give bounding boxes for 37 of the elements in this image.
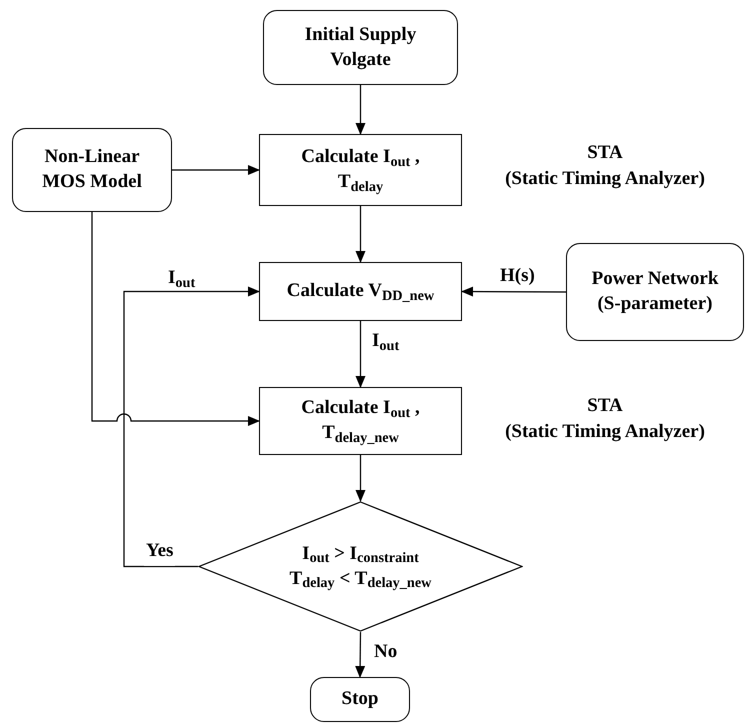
arrow [356, 85, 366, 135]
process-box [259, 134, 462, 206]
decision-diamond [198, 501, 523, 632]
arrow [123, 286, 260, 568]
side-note: (Static Timing Analyzer) [505, 420, 705, 444]
node-text: Power Network (S-parameter) [590, 267, 720, 316]
terminal-box [310, 677, 410, 722]
terminal-box [12, 128, 172, 212]
side-note: STA [587, 394, 623, 418]
process-box [259, 387, 462, 455]
edge-label: H(s) [500, 265, 535, 286]
edge-label: I$_{out}$ [372, 330, 400, 351]
signal-label: I$_{out}$ [168, 267, 196, 288]
node-text: Initial Supply Volgate [304, 22, 418, 72]
node-text: T$_{delay}$ < T$_{delay_new}$ [290, 566, 432, 592]
arrow [356, 455, 366, 502]
arrow [356, 321, 366, 388]
arrow [172, 165, 260, 175]
node-text: Calculate I$_{out}$ , [301, 396, 420, 421]
arrow [356, 206, 366, 263]
process-box [259, 262, 462, 321]
arrow [355, 632, 366, 678]
node-text: T$_{delay}$ [338, 170, 384, 195]
arrow [461, 286, 566, 297]
edge-label: Yes [146, 540, 174, 561]
node-text: Non-Linear MOS Model [41, 145, 143, 194]
side-note: STA [587, 141, 623, 165]
edge-label: No [374, 641, 398, 662]
node-text: Calculate V$_{DD_new}$ [286, 279, 434, 304]
node-text: Calculate I$_{out}$ , [301, 145, 420, 170]
side-note: (Static Timing Analyzer) [505, 166, 705, 191]
node-text: T$_{delay_new}$ [322, 421, 399, 446]
arrow [91, 212, 260, 426]
terminal-box [263, 10, 458, 85]
node-text: Stop [342, 687, 378, 712]
node-text: I$_{out}$ > I$_{constraint}$ [302, 542, 419, 566]
terminal-box [566, 243, 744, 341]
